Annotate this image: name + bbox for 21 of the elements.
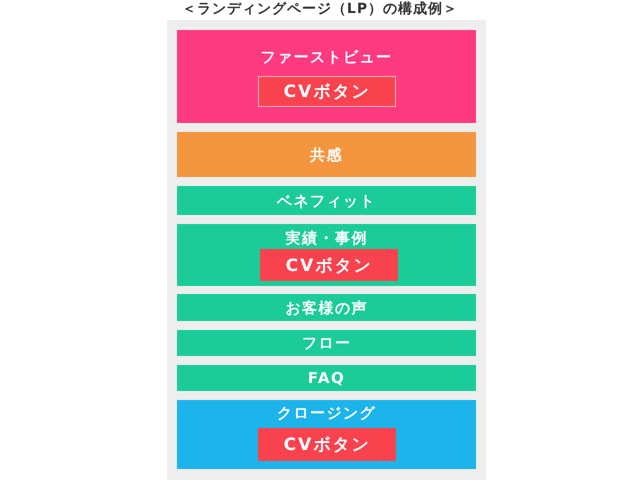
page-panel [167,20,486,480]
section-band [177,365,476,391]
section-band [177,294,476,321]
section-label: 共感 [310,144,343,164]
section-label: ベネフィット [277,190,376,210]
cv-button: CVボタン [260,249,398,281]
section-band [177,330,476,356]
section-label: ファーストビュー [260,47,392,67]
diagram-title: ＜ランディングページ（LP）の構成例＞ [182,1,458,18]
section-label: 実績・事例 [285,228,368,248]
cv-button: CVボタン [258,428,396,461]
section-band [177,132,476,177]
section-band [177,30,476,123]
cv-button: CVボタン [258,76,396,107]
section-label: クロージング [277,403,376,423]
section-label: FAQ [308,368,346,388]
section-band [177,400,476,469]
section-band [177,224,476,286]
section-band [177,186,476,215]
section-label: フロー [302,333,352,353]
section-label: お客様の声 [285,298,368,318]
